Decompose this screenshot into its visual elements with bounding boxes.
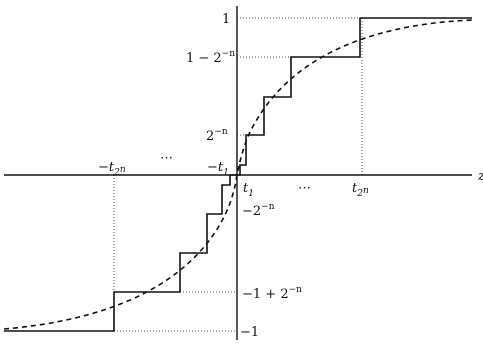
y-neg-small-label: −2−n (242, 202, 275, 219)
dots-right: ⋯ (298, 181, 311, 196)
staircase-function (4, 17, 472, 332)
t1-main: t (243, 181, 249, 196)
y-neg-small-sup: −n (261, 202, 275, 212)
t2n-subsup: n (363, 186, 369, 196)
axis-var-label: z (477, 169, 483, 184)
t1-label: t1 (243, 181, 254, 199)
neg-t2n-subsup: n (120, 165, 126, 175)
t2n-sub: 2 (356, 189, 363, 199)
neg-t1-main: −t (207, 160, 224, 175)
neg-t1-sub: 1 (223, 168, 229, 178)
neg-t2n-main: −t (98, 160, 115, 175)
y-one-minus-sup: −n (222, 49, 236, 59)
y-neg-one-plus-main: −1 + 2 (242, 287, 289, 302)
y-neg-one-plus-label: −1 + 2−n (242, 285, 302, 302)
y-one-minus-label: 1 − 2−n (186, 49, 235, 66)
y-pos-small-main: 2 (206, 129, 214, 144)
dots-left: ⋯ (160, 151, 173, 166)
t2n-label: t2n (352, 181, 369, 199)
y-neg-small-main: −2 (242, 204, 261, 219)
y-neg-one-plus-sup: −n (289, 285, 303, 295)
y-one-label: 1 (222, 12, 230, 27)
t1-sub: 1 (248, 189, 254, 199)
neg-t1-label: −t1 (207, 160, 229, 178)
neg-t2n-label: −t2n (98, 160, 126, 178)
smooth-curve (3, 19, 473, 330)
y-neg-one-label: −1 (240, 325, 259, 340)
y-pos-small-sup: −n (214, 127, 228, 137)
y-one-minus-main: 1 − 2 (186, 51, 222, 66)
t2n-main: t (352, 181, 358, 196)
y-pos-small-label: 2−n (206, 127, 228, 144)
neg-t2n-sub: 2 (113, 168, 120, 178)
